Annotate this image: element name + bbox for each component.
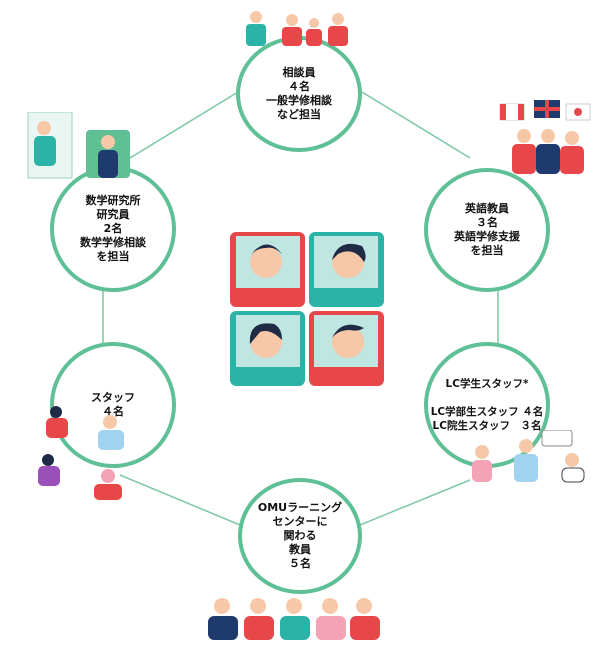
faculty-group-icon xyxy=(208,598,380,640)
student-chat-icon xyxy=(472,430,585,483)
connector-counselors-math xyxy=(129,91,239,159)
connector-lcstudents-faculty xyxy=(359,479,471,526)
flag-people-icon xyxy=(499,100,591,174)
connector-faculty-staff xyxy=(119,474,241,526)
four-people-chatting-illustration xyxy=(230,232,384,386)
node-faculty: OMUラーニング センターに 関わる 教員 ５名 xyxy=(238,478,362,594)
node-math: 数学研究所 研究員 2名 数学学修相談 を担当 xyxy=(50,166,176,292)
node-english: 英語教員 ３名 英語学修支援 を担当 xyxy=(424,168,550,292)
node-faculty-text: OMUラーニング センターに 関わる 教員 ５名 xyxy=(257,501,343,570)
counselor-group-icon xyxy=(246,11,348,46)
node-english-text: 英語教員 ３名 英語学修支援 を担当 xyxy=(454,202,520,257)
node-math-text: 数学研究所 研究員 2名 数学学修相談 を担当 xyxy=(80,194,146,263)
node-lc-students-text: LC学生スタッフ* LC学部生スタッフ ４名 LC院生スタッフ ３名 xyxy=(430,378,544,432)
node-counselors-text: 相談員 ４名 一般学修相談 など担当 xyxy=(266,66,332,121)
staff-people-icon xyxy=(38,406,124,500)
node-counselors: 相談員 ４名 一般学修相談 など担当 xyxy=(236,36,362,152)
node-staff-text: スタッフ ４名 xyxy=(91,391,135,418)
connector-counselors-english xyxy=(361,91,471,159)
math-researcher-icon xyxy=(27,112,130,179)
